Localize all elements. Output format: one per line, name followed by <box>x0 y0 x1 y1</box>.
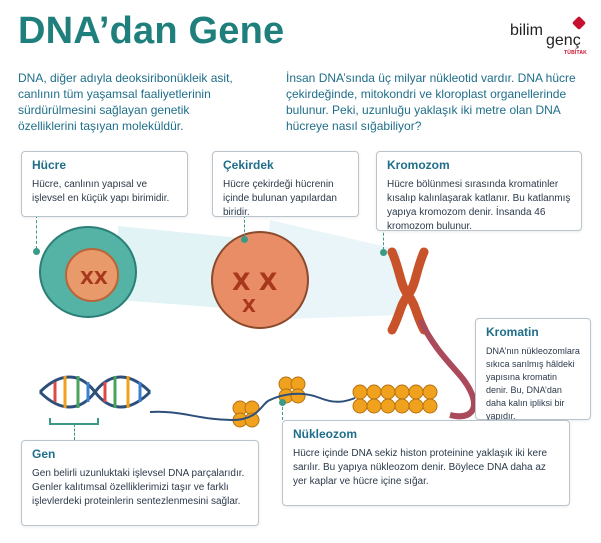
connector-dot-hucre <box>33 248 40 255</box>
chromatin-strand <box>417 318 477 420</box>
card-nukleozom-body: Hücre içinde DNA sekiz histon proteinine… <box>293 448 547 487</box>
nucleus-zoom <box>211 231 309 329</box>
card-cekirdek-title: Çekirdek <box>223 158 274 172</box>
card-kromozom: Kromozom Hücre bölünmesi sırasında kroma… <box>376 151 582 232</box>
histone-cluster-1 <box>232 400 260 428</box>
logo-tag: TÜBİTAK <box>564 50 587 56</box>
connector-kromozom <box>383 228 384 250</box>
helix-base-pairs <box>53 376 142 408</box>
helix-strand-b <box>38 375 152 409</box>
nucleosome-chain <box>352 384 438 414</box>
card-hucre-title: Hücre <box>32 158 67 172</box>
connector-dot-nukleozom <box>279 399 286 406</box>
connector-cekirdek <box>244 215 245 237</box>
card-kromozom-title: Kromozom <box>387 158 450 172</box>
connector-dot-kromozom <box>380 249 387 256</box>
intro-right: İnsan DNA’sında üç milyar nükleotid vard… <box>286 71 576 133</box>
connector-gen <box>74 424 75 440</box>
cell-nucleus <box>65 248 119 302</box>
card-kromozom-body: Hücre bölünmesi sırasında kromatinler kı… <box>387 179 571 232</box>
page-title: DNA’dan Gene <box>18 10 285 52</box>
svg-text:X: X <box>242 296 256 317</box>
logo-mark-icon <box>571 15 587 31</box>
card-hucre-body: Hücre, canlının yapısal ve işlevsel en k… <box>32 179 170 204</box>
connector-nukleozom <box>282 402 283 420</box>
zoom-beam-1 <box>118 226 250 310</box>
card-nukleozom: Nükleozom Hücre içinde DNA sekiz histon … <box>282 420 570 506</box>
card-kromatin-title: Kromatin <box>486 325 539 339</box>
card-gen: Gen Gen belirli uzunluktaki işlevsel DNA… <box>21 440 259 526</box>
dna-wire <box>149 392 356 422</box>
bilimgenc-logo: bilim genç TÜBİTAK <box>510 15 590 56</box>
svg-text:XX: XX <box>80 268 108 289</box>
card-kromatin-body: DNA’nın nükleozomlara sıkıca sarılmış hâ… <box>486 346 580 421</box>
card-hucre: Hücre Hücre, canlının yapısal ve işlevse… <box>21 151 188 217</box>
cell <box>39 226 137 318</box>
card-cekirdek-body: Hücre çekirdeği hücrenin içinde bulunan … <box>223 179 337 218</box>
svg-text:X X: X X <box>232 268 278 296</box>
intro-left: DNA, diğer adıyla deoksiribonükleik asit… <box>18 71 233 133</box>
logo-text-genc: genç <box>546 32 581 49</box>
logo-text-bilim: bilim <box>510 22 543 39</box>
zoom-beam-2 <box>260 220 400 320</box>
connector-dot-cekirdek <box>241 236 248 243</box>
helix-strand-a <box>38 375 152 409</box>
card-nukleozom-title: Nükleozom <box>293 427 358 441</box>
card-kromatin: Kromatin DNA’nın nükleozomlara sıkıca sa… <box>475 318 591 421</box>
card-cekirdek: Çekirdek Hücre çekirdeği hücrenin içinde… <box>212 151 359 218</box>
card-gen-title: Gen <box>32 447 56 461</box>
card-gen-body: Gen belirli uzunluktaki işlevsel DNA par… <box>32 468 245 507</box>
chromosome <box>387 247 429 303</box>
connector-hucre <box>36 215 37 249</box>
